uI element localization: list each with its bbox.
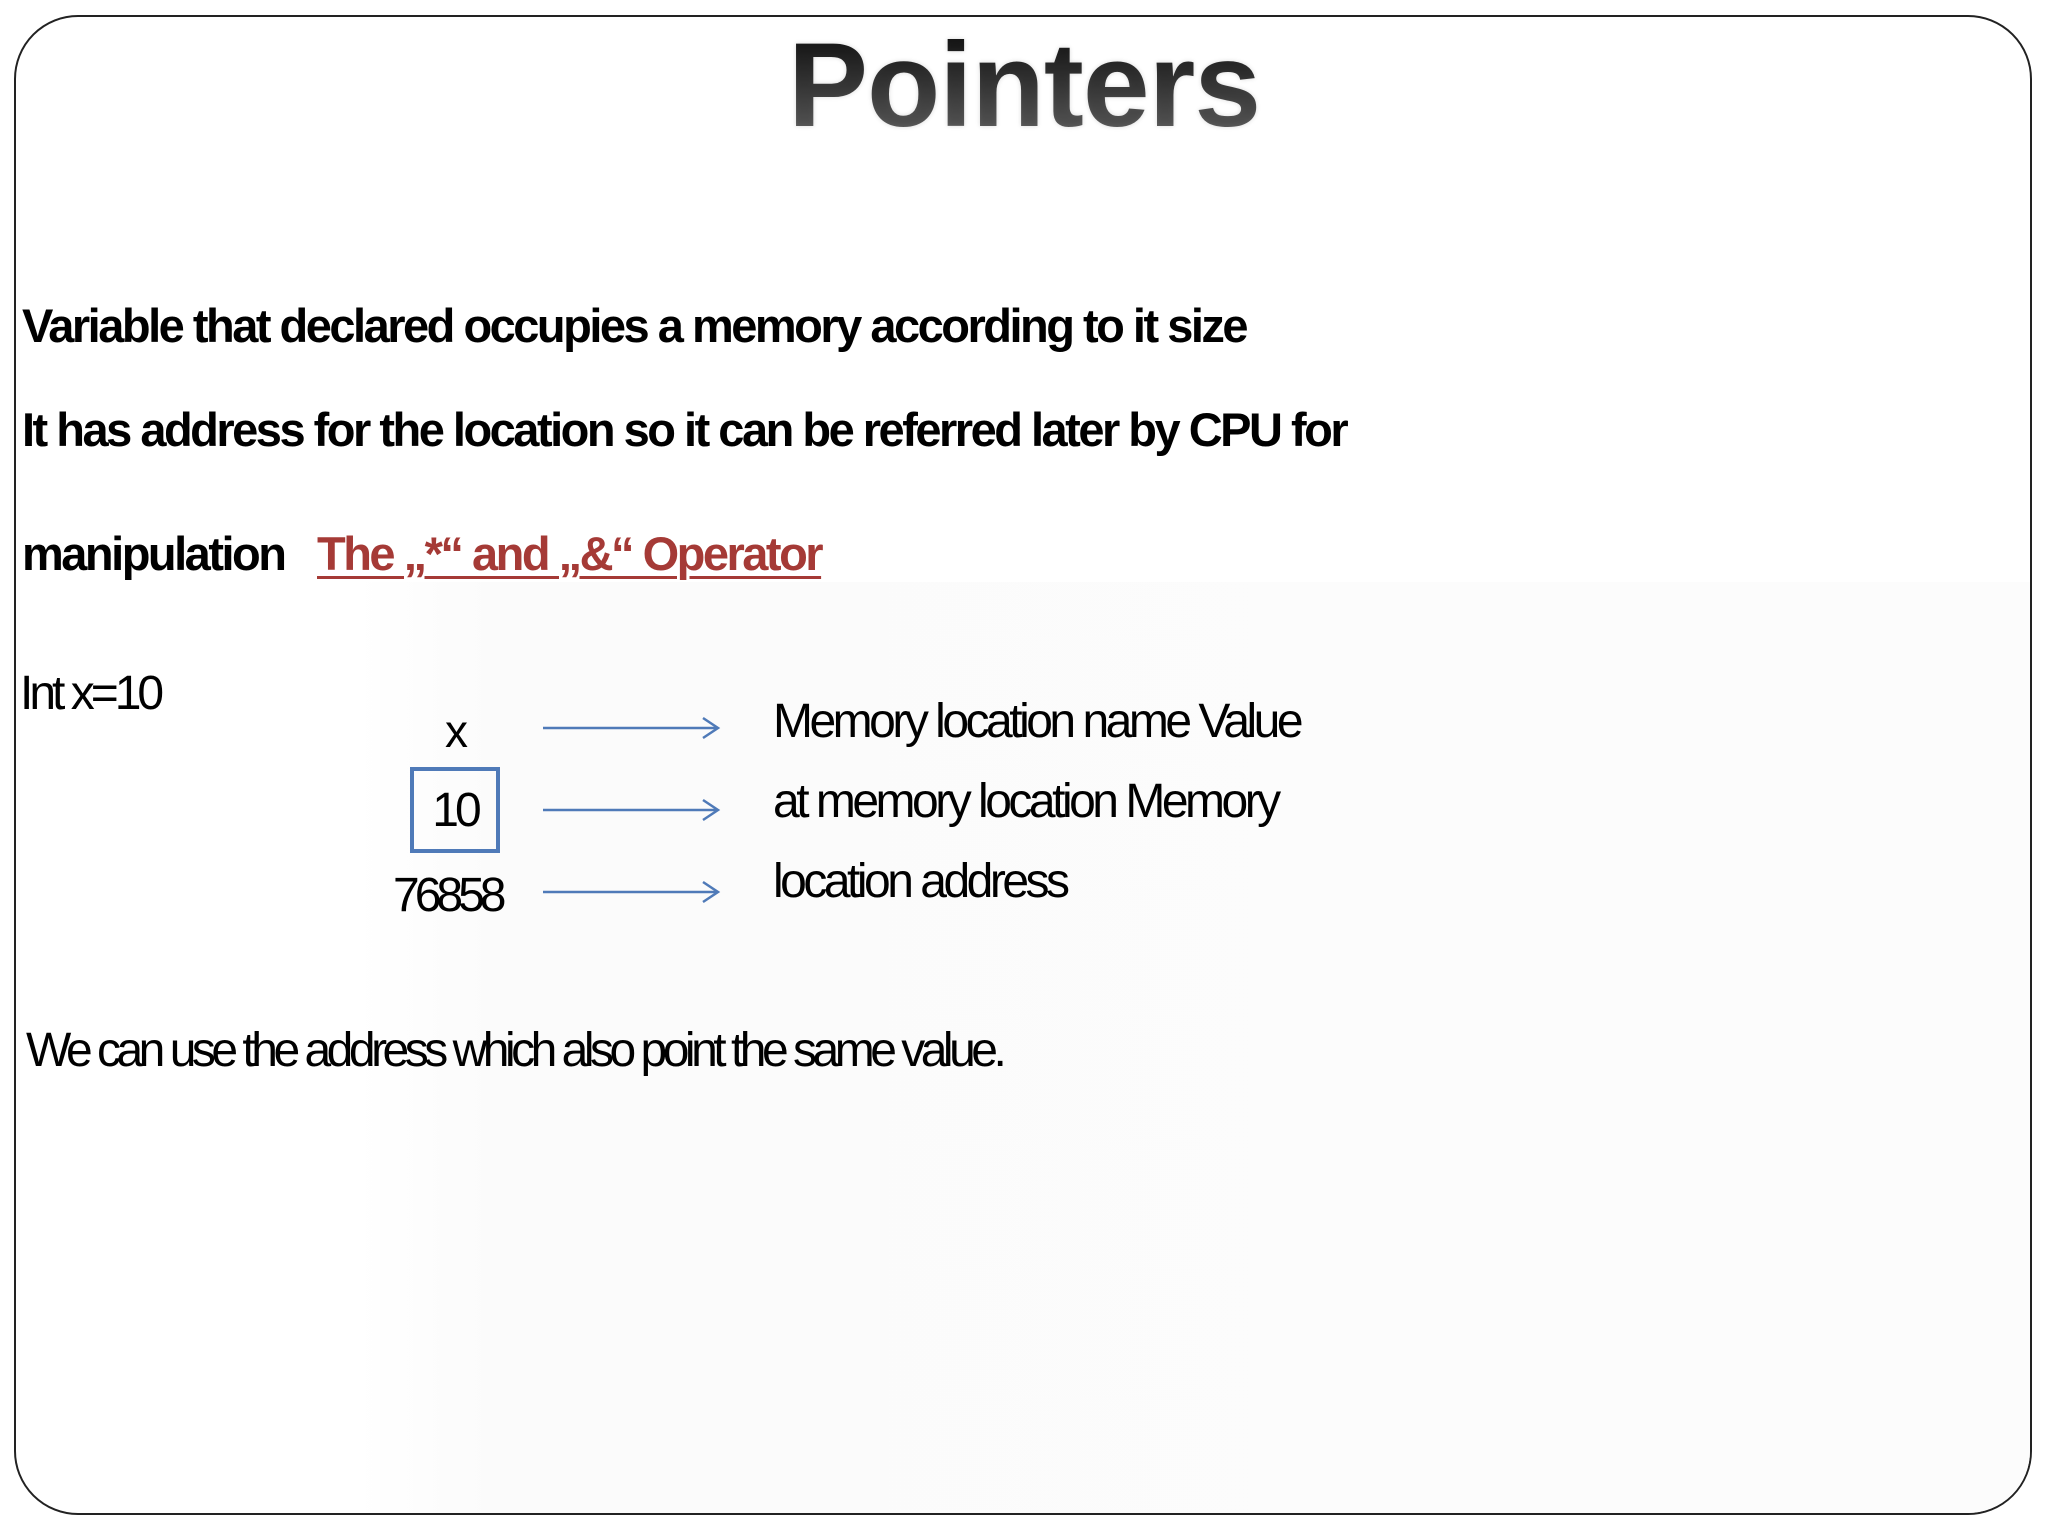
bullet-variable-memory: Variable that declared occupies a memory… xyxy=(22,299,1249,352)
arrow-icon xyxy=(543,798,721,822)
operator-link[interactable]: The „*“ and „&“ Operator xyxy=(317,527,824,580)
slide-title: Pointers xyxy=(0,10,2048,160)
description-line-2: at memory location Memory xyxy=(773,775,1281,828)
footer-text: We can use the address which also point … xyxy=(26,1024,1007,1077)
slide-frame xyxy=(14,15,2032,1515)
bullet-manipulation: manipulation The „*“ and „&“ Operator xyxy=(22,527,824,580)
description-line-1: Memory location name Value xyxy=(773,695,1304,748)
arrow-icon xyxy=(543,716,721,740)
bullet-manipulation-text: manipulation xyxy=(22,527,287,580)
arrow-icon xyxy=(543,880,721,904)
declaration-text: Int x=10 xyxy=(20,667,164,720)
address-label: 76858 xyxy=(393,869,507,922)
bullet-address: It has address for the location so it ca… xyxy=(22,403,1349,456)
value-box: 10 xyxy=(410,767,500,853)
value-label: 10 xyxy=(432,783,481,837)
variable-name-label: x xyxy=(445,705,468,757)
description-line-3: location address xyxy=(773,855,1070,908)
background-shade xyxy=(356,582,2030,1513)
